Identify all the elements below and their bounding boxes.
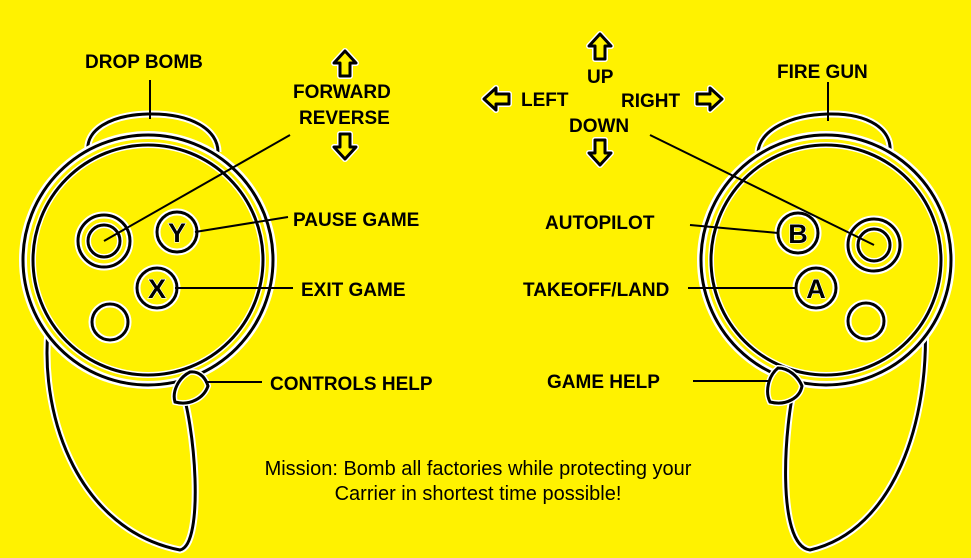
b-button: B (774, 209, 822, 257)
callout-pause (194, 216, 289, 233)
x-button-label: X (148, 274, 166, 304)
a-button-label: A (806, 274, 826, 304)
a-button: A (792, 264, 840, 312)
arrow-down-icon (334, 134, 356, 159)
y-button-label: Y (168, 218, 186, 248)
arrow-up-icon (334, 51, 356, 76)
label-reverse: REVERSE (299, 108, 390, 129)
arrow-right-icon (697, 88, 722, 110)
arrow-up-icon (589, 34, 611, 59)
arrow-down-icon (589, 140, 611, 165)
left-controller: Y X (19, 110, 277, 554)
label-fire-gun: FIRE GUN (777, 62, 868, 83)
label-drop-bomb: DROP BOMB (85, 52, 203, 73)
label-left: LEFT (521, 90, 569, 111)
label-forward: FORWARD (293, 82, 391, 103)
left-system-button (88, 300, 132, 344)
b-button-label: B (788, 219, 808, 249)
callout-forward-reverse (103, 134, 291, 242)
label-pause-game: PAUSE GAME (293, 210, 420, 231)
right-system-button (844, 299, 888, 343)
label-autopilot: AUTOPILOT (545, 213, 655, 234)
callout-lines (103, 80, 875, 383)
label-controls-help: CONTROLS HELP (270, 374, 433, 395)
label-exit-game: EXIT GAME (301, 280, 406, 301)
y-button: Y (153, 208, 201, 256)
arrow-left-icon (484, 88, 509, 110)
mission-text: Mission: Bomb all factories while protec… (264, 458, 692, 505)
x-button: X (133, 264, 181, 312)
label-up: UP (587, 67, 614, 88)
label-game-help: GAME HELP (547, 372, 660, 393)
label-right: RIGHT (621, 91, 681, 112)
label-down: DOWN (569, 116, 630, 137)
callout-dpad (649, 134, 875, 246)
label-takeoff-land: TAKEOFF/LAND (523, 280, 670, 301)
callout-autopilot (689, 224, 779, 234)
right-controller: B A (697, 110, 955, 554)
